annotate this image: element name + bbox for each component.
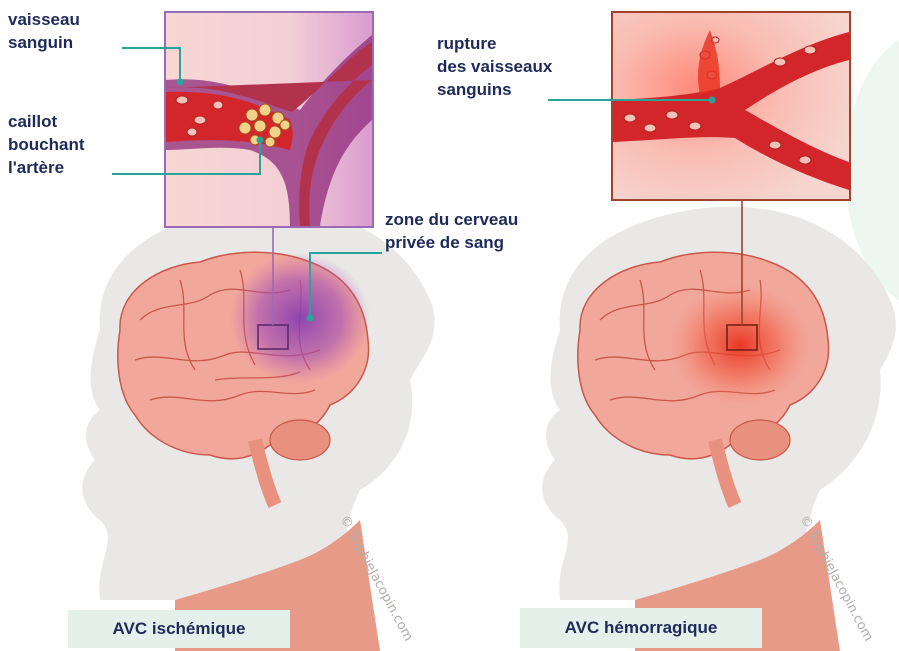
right-inset-hemorrhage — [612, 12, 850, 200]
label-clot: caillot bouchant l'artère — [8, 110, 85, 179]
label-rupture: rupture des vaisseaux sanguins — [437, 32, 552, 101]
caption-hemorrhagic: AVC hémorragique — [520, 608, 762, 648]
label-vessel: vaisseau sanguin — [8, 8, 80, 54]
caption-ischemic: AVC ischémique — [68, 610, 290, 648]
left-inset-blood-clot — [165, 12, 373, 227]
label-deprived-zone: zone du cerveau privée de sang — [385, 208, 518, 254]
